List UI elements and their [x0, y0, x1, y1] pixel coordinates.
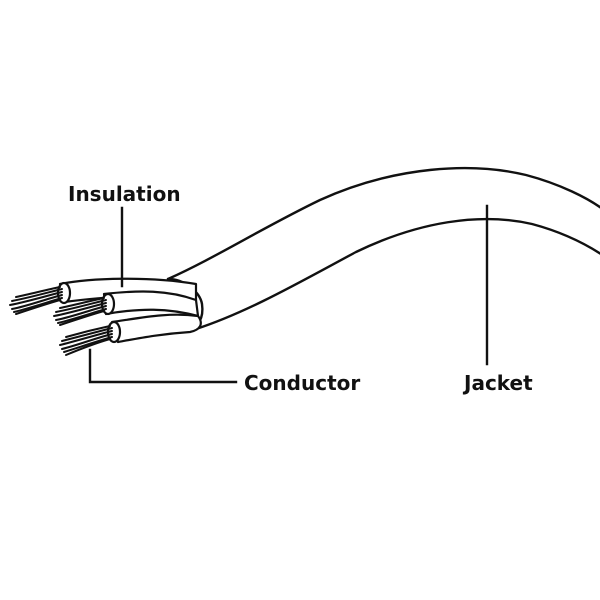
wire-bottom-insulation [110, 313, 202, 344]
jacket-top-edge [166, 166, 600, 281]
conductor-label: Conductor [244, 371, 361, 395]
conductor-strands-top [9, 286, 63, 315]
conductor-strands-middle [53, 297, 107, 326]
jacket [166, 166, 600, 332]
conductor-strands-bottom [59, 325, 113, 356]
conductors [9, 286, 113, 356]
insulation-label: Insulation [68, 182, 181, 206]
jacket-bottom-edge [194, 217, 600, 331]
leader-lines [88, 204, 489, 384]
wire-middle-insulation [102, 290, 200, 318]
insulated-wires [58, 277, 202, 344]
conductor-leader-line [88, 348, 238, 384]
jacket-label: Jacket [464, 371, 533, 395]
